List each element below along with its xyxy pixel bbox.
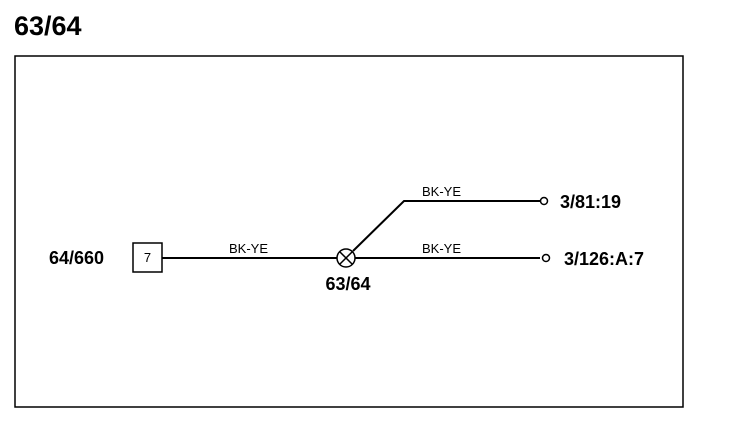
wire-upper-branch-label: BK-YE	[422, 184, 461, 199]
upper-terminal-icon	[539, 196, 549, 206]
lower-destination-label: 3/126:A:7	[564, 249, 644, 269]
lower-terminal-icon	[541, 253, 551, 263]
wire-lower-branch-label: BK-YE	[422, 241, 461, 256]
splice-icon	[336, 248, 356, 268]
page-title: 63/64	[14, 11, 82, 41]
diagram-frame	[14, 55, 684, 408]
source-connector-pin: 7	[144, 250, 151, 265]
splice-label: 63/64	[325, 274, 370, 294]
upper-destination-label: 3/81:19	[560, 192, 621, 212]
wire-source-to-splice-label: BK-YE	[229, 241, 268, 256]
source-connector-label: 64/660	[49, 248, 104, 268]
wire-upper-branch	[352, 200, 540, 252]
source-connector-pin-box	[132, 242, 163, 273]
